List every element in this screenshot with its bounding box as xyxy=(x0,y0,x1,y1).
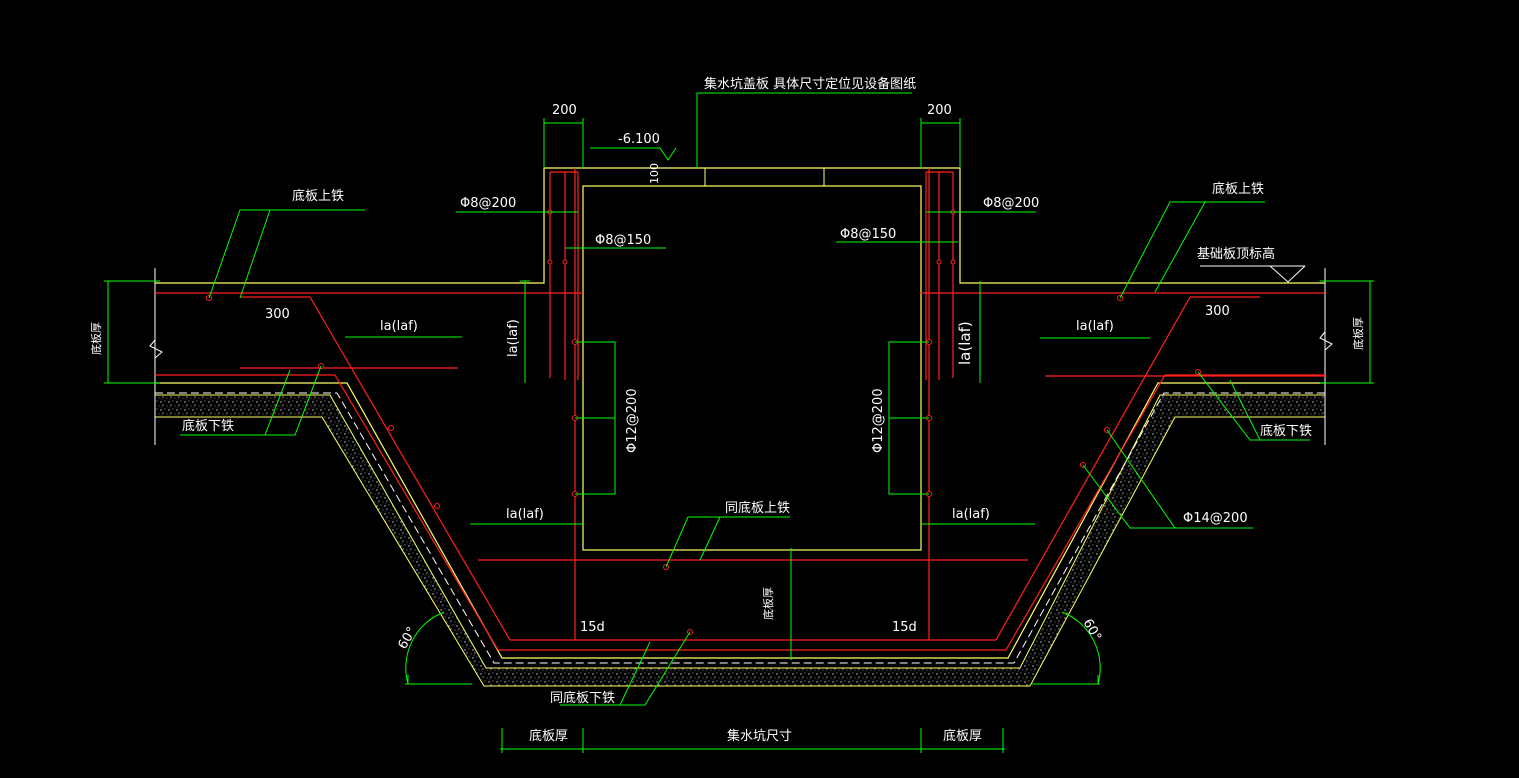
bar-wall-right: Φ12@200 xyxy=(871,388,886,453)
la-left-bot: la(laf) xyxy=(506,507,544,522)
foundation-top-elev-label: 基础板顶标高 xyxy=(1197,246,1275,262)
bar-mid-left: Φ8@150 xyxy=(595,233,651,248)
slab-outline-left xyxy=(155,167,1325,284)
dim-200-left: 200 xyxy=(552,103,577,118)
break-mark-right xyxy=(1319,331,1333,351)
elevation-marker xyxy=(1200,265,1306,283)
slab-top-right-label: 底板上铁 xyxy=(1212,181,1264,197)
same-slab-bot-label: 同底板下铁 xyxy=(550,690,615,706)
slab-thk-left: 底板厚 xyxy=(89,322,103,355)
bar-top-right: Φ8@200 xyxy=(983,196,1039,211)
la-right-top: la(laf) xyxy=(1076,319,1114,334)
la-vert-right: la(laf) xyxy=(956,321,974,365)
la-right-bot: la(laf) xyxy=(952,507,990,522)
bar-top-left: Φ8@200 xyxy=(460,196,516,211)
dim-bottom-left: 底板厚 xyxy=(529,728,568,744)
bar-wall-left: Φ12@200 xyxy=(625,388,640,453)
dim-300-left: 300 xyxy=(265,307,290,322)
elevation-label: -6.100 xyxy=(618,132,660,147)
break-mark-left xyxy=(149,339,163,359)
same-slab-top-label: 同底板上铁 xyxy=(725,500,790,516)
gravel-cushion xyxy=(154,394,1326,687)
slab-thk-right: 底板厚 xyxy=(1351,317,1365,350)
la-left-top: la(laf) xyxy=(380,319,418,334)
leader-lines xyxy=(104,92,1374,753)
dim-300-right: 300 xyxy=(1205,304,1230,319)
slab-bottom-outline-2 xyxy=(155,392,1325,664)
dim-bottom-right: 底板厚 xyxy=(943,728,982,744)
bar-slope-label: Φ14@200 xyxy=(1183,511,1248,526)
la-vert-left: la(laf) xyxy=(506,319,521,357)
angle-right: 60° xyxy=(1080,617,1105,644)
cover-note-label: 集水坑盖板 具体尺寸定位见设备图纸 xyxy=(704,76,916,92)
hook-left: 15d xyxy=(580,620,605,635)
slab-top-left-label: 底板上铁 xyxy=(292,188,344,204)
bar-mid-right: Φ8@150 xyxy=(840,227,896,242)
dim-100: 100 xyxy=(648,163,661,184)
hook-right: 15d xyxy=(892,620,917,635)
dim-bottom-mid: 集水坑尺寸 xyxy=(727,728,792,744)
pit-inner-outline xyxy=(582,185,922,551)
rebar-group xyxy=(155,168,1325,651)
slab-bot-right-label: 底板下铁 xyxy=(1260,423,1312,439)
dim-200-right: 200 xyxy=(927,103,952,118)
pit-bottom-thk: 底板厚 xyxy=(761,587,775,620)
angle-left: 60° xyxy=(395,625,420,652)
slab-bot-left-label: 底板下铁 xyxy=(182,418,234,434)
